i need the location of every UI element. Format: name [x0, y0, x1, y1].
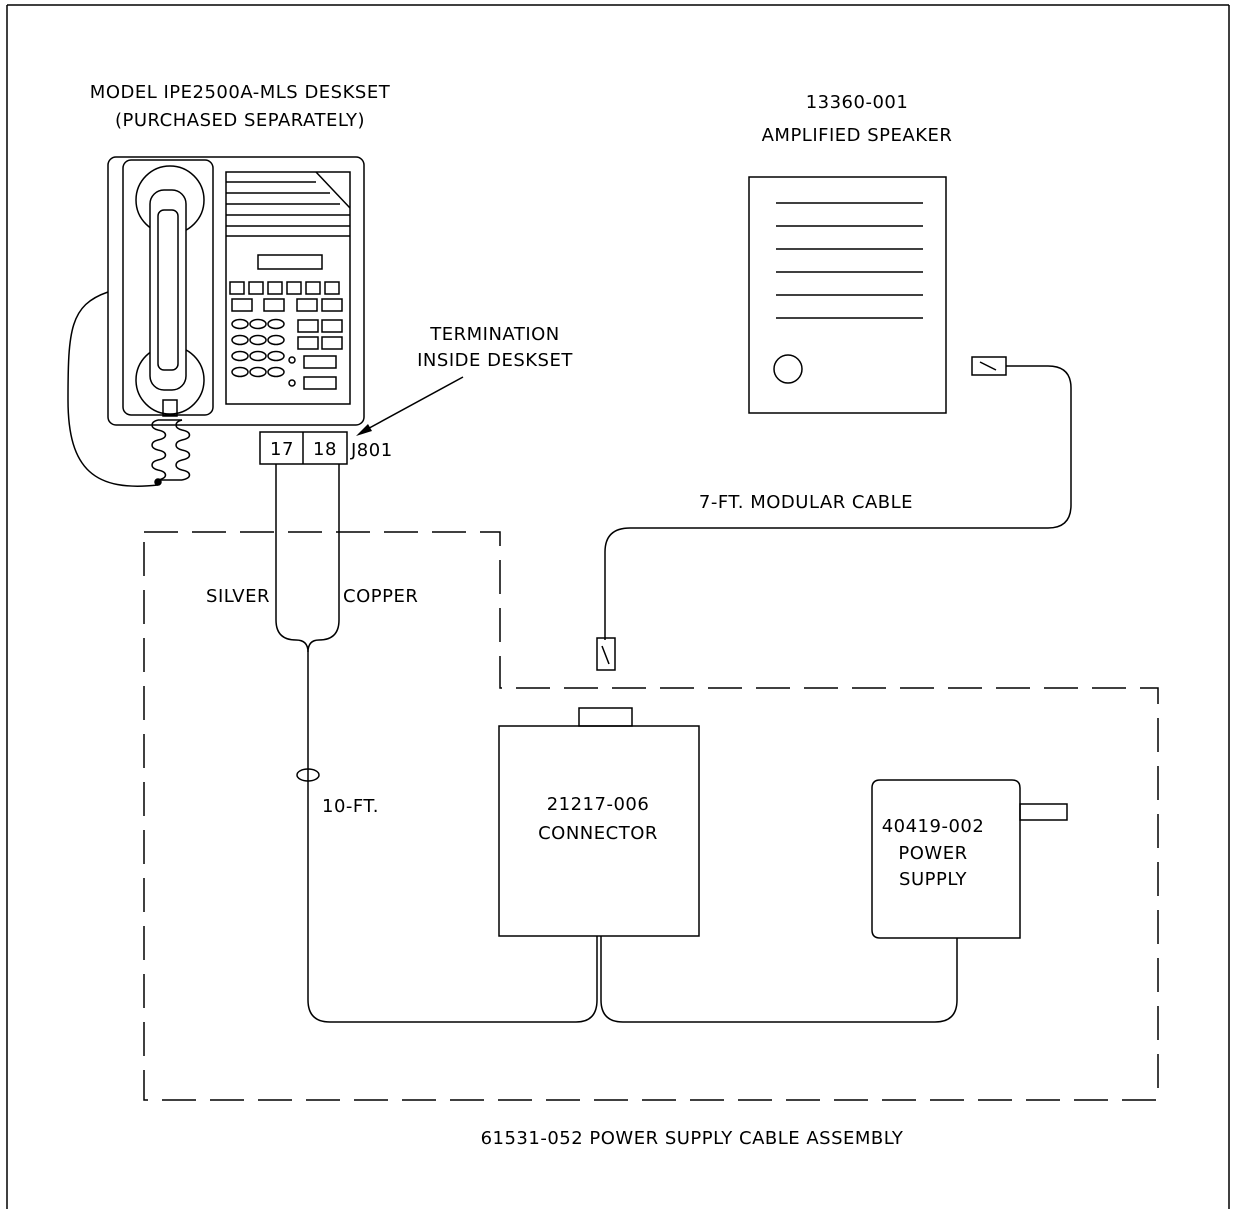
jack-label: J801: [350, 440, 393, 461]
modular-plug-bottom: [596, 637, 616, 671]
power-supply-part-number: 40419-002: [882, 816, 985, 837]
assembly-boundary: [143, 531, 1159, 1101]
termination-arrow: [356, 376, 464, 436]
speaker-box: [748, 176, 947, 414]
connector-drawing: [498, 707, 700, 937]
deskset-title: MODEL IPE2500A-MLS DESKSET: [90, 82, 391, 103]
deskset-handset-bay: [122, 159, 214, 416]
pin-18-label: 18: [313, 439, 337, 460]
wire-pair: [275, 464, 958, 1023]
speaker-part-number: 13360-001: [806, 92, 909, 113]
power-supply-line1: POWER: [898, 843, 967, 864]
modular-cable-label: 7-FT. MODULAR CABLE: [699, 492, 913, 513]
deskset-subtitle: (PURCHASED SEPARATELY): [115, 110, 365, 131]
silver-wire-label: SILVER: [206, 586, 270, 607]
terminal-block: [259, 431, 348, 465]
pin-17-label: 17: [270, 439, 294, 460]
handset-icon: [135, 165, 205, 417]
coiled-cord-icon: [67, 291, 191, 487]
cable-length-label: 10-FT.: [322, 796, 379, 817]
termination-label-line1: TERMINATION: [429, 324, 560, 345]
speaker-name: AMPLIFIED SPEAKER: [762, 125, 953, 146]
assembly-caption: 61531-052 POWER SUPPLY CABLE ASSEMBLY: [481, 1128, 904, 1149]
power-supply-box: [871, 779, 1021, 939]
speaker-knob-icon: [773, 354, 803, 384]
keypad-panel: [225, 171, 351, 405]
deskset-drawing: [67, 156, 365, 487]
power-supply-drawing: [871, 779, 1068, 939]
speaker-grille-icon: [776, 202, 923, 319]
speaker-drawing: [748, 176, 947, 414]
connector-part-number: 21217-006: [547, 794, 650, 815]
page-border: [6, 4, 1230, 1209]
deskset-body: [107, 156, 365, 426]
cable-tie-icon: [296, 768, 320, 782]
phone-display: [257, 254, 323, 270]
modular-cable: [596, 356, 1072, 671]
copper-wire-label: COPPER: [343, 586, 418, 607]
connector-tab: [578, 707, 633, 727]
termination-label-line2: INSIDE DESKSET: [417, 350, 573, 371]
power-supply-plug: [1019, 803, 1068, 821]
power-supply-line2: SUPPLY: [899, 869, 967, 890]
connector-name: CONNECTOR: [538, 823, 658, 844]
connector-box: [498, 725, 700, 937]
